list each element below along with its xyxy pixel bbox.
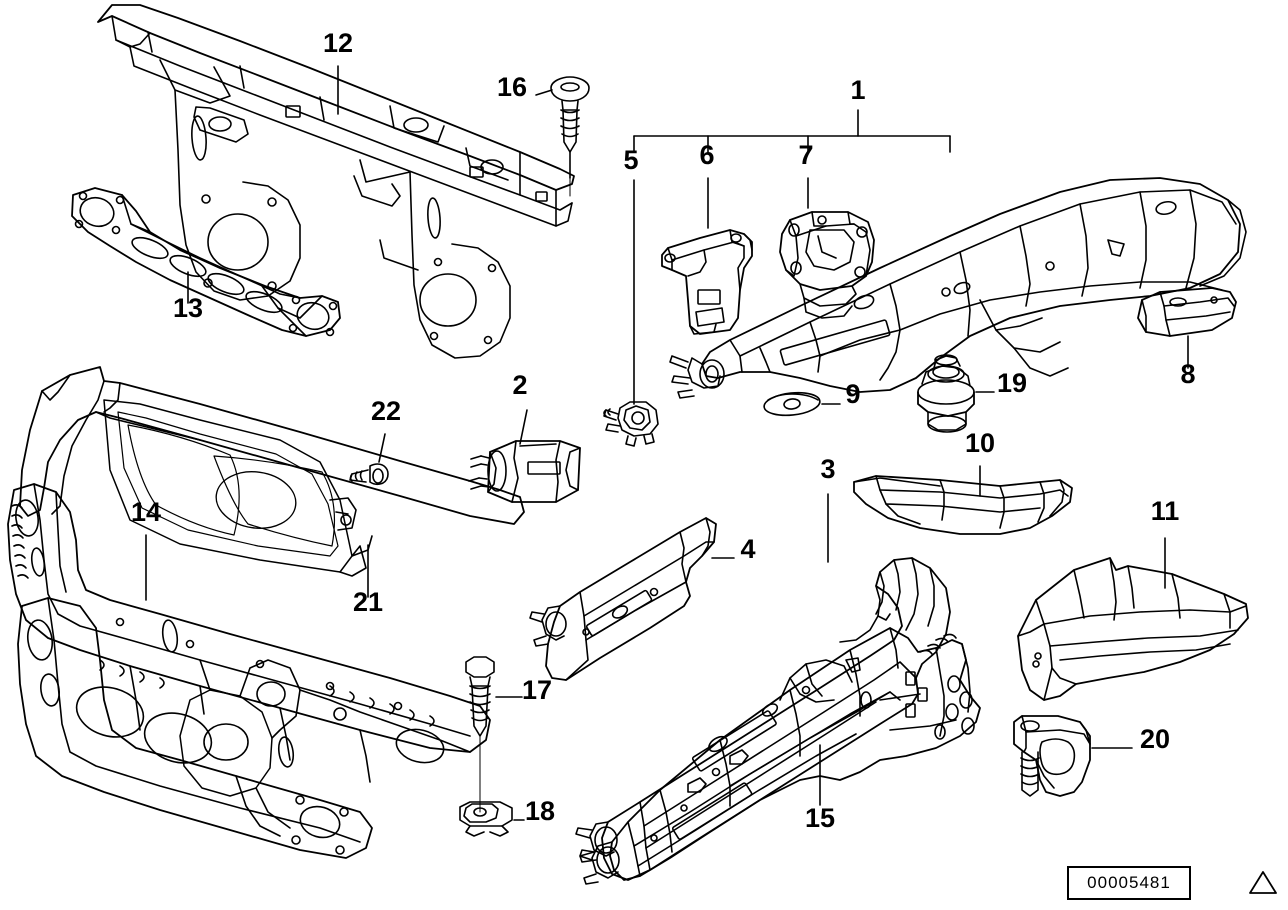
part-17-hex-bolt xyxy=(465,656,495,813)
part-13-lower-brace-strut xyxy=(71,187,341,337)
part-6-side-bracket xyxy=(661,229,753,335)
part-15-lower-side-member xyxy=(579,627,981,885)
part-20-angle-bracket-bolt xyxy=(1013,715,1091,797)
part-7-engine-mount-bracket xyxy=(779,211,875,319)
part-3-side-member-inner xyxy=(575,557,951,881)
part-1-front-side-member-assembly xyxy=(669,177,1247,399)
part-19-rubber-mount-bushing xyxy=(917,354,975,433)
callout-1-bracket xyxy=(633,109,951,153)
part-8-reinforcement-plate xyxy=(1137,287,1237,337)
part-18-clip-nut xyxy=(459,801,513,837)
part-2-deformation-element xyxy=(468,440,581,503)
part-number-text: 00005481 xyxy=(1087,873,1171,892)
part-4-channel-section xyxy=(529,517,717,681)
part-14-front-end-carrier xyxy=(7,483,491,859)
triangle-warning-icon xyxy=(1249,871,1277,894)
part-10-closing-panel-upper xyxy=(853,475,1073,535)
part-number-box: 00005481 xyxy=(1067,866,1191,900)
part-12-upper-cross-member xyxy=(97,4,575,359)
part-9-washer-plate xyxy=(763,391,821,417)
part-11-closing-panel-lower xyxy=(1017,557,1249,701)
part-5-clip-fastener xyxy=(603,401,659,447)
part-16-screw-domed-head xyxy=(550,76,590,197)
part-22-screw-small xyxy=(349,463,389,486)
part-21-front-panel-trim xyxy=(19,366,525,577)
